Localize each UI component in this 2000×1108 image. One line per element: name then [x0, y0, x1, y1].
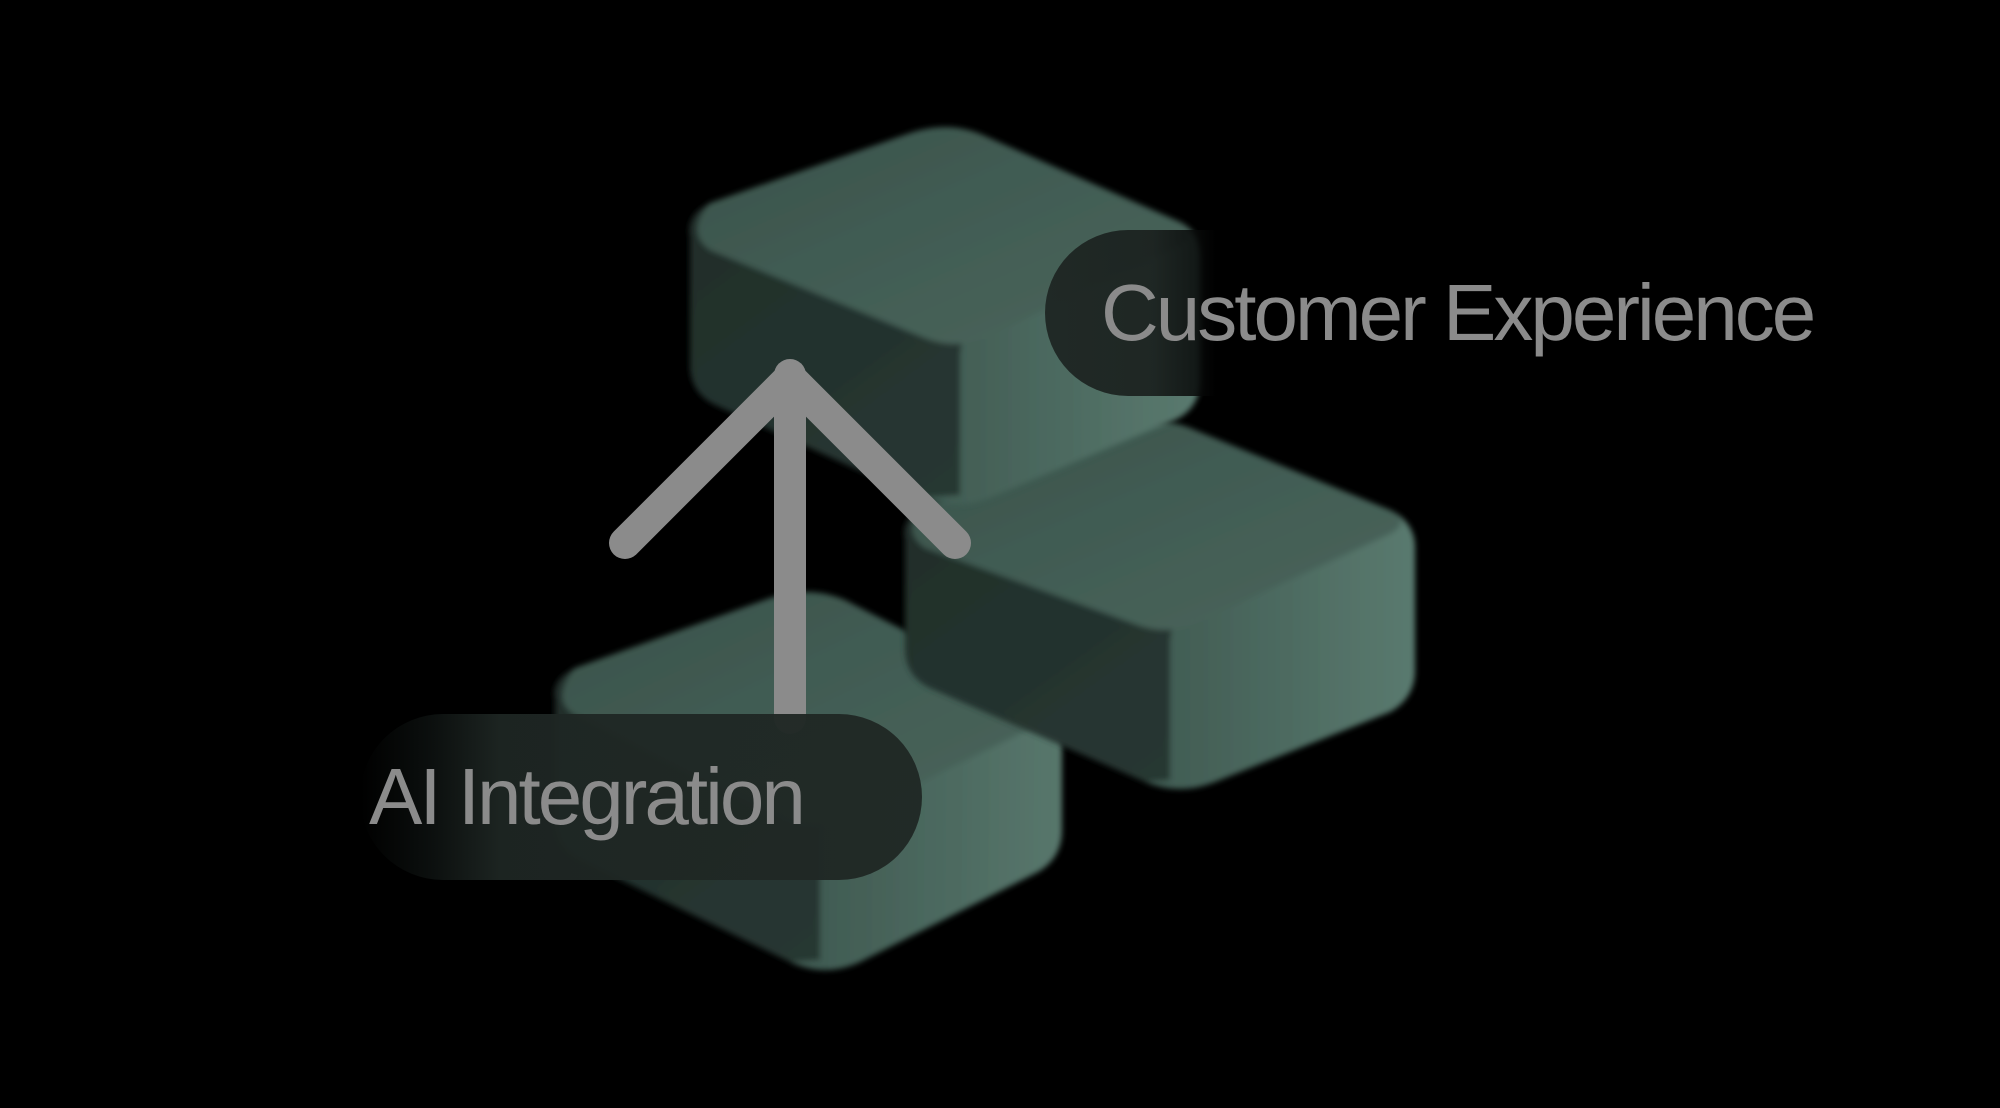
customer-experience-label: Customer Experience — [1045, 230, 1945, 396]
block-right — [904, 421, 1415, 789]
ai-integration-text: AI Integration — [369, 752, 806, 841]
up-arrow-icon — [609, 359, 971, 734]
customer-experience-text: Customer Experience — [1101, 268, 1816, 357]
ai-integration-label: AI Integration — [360, 714, 922, 880]
